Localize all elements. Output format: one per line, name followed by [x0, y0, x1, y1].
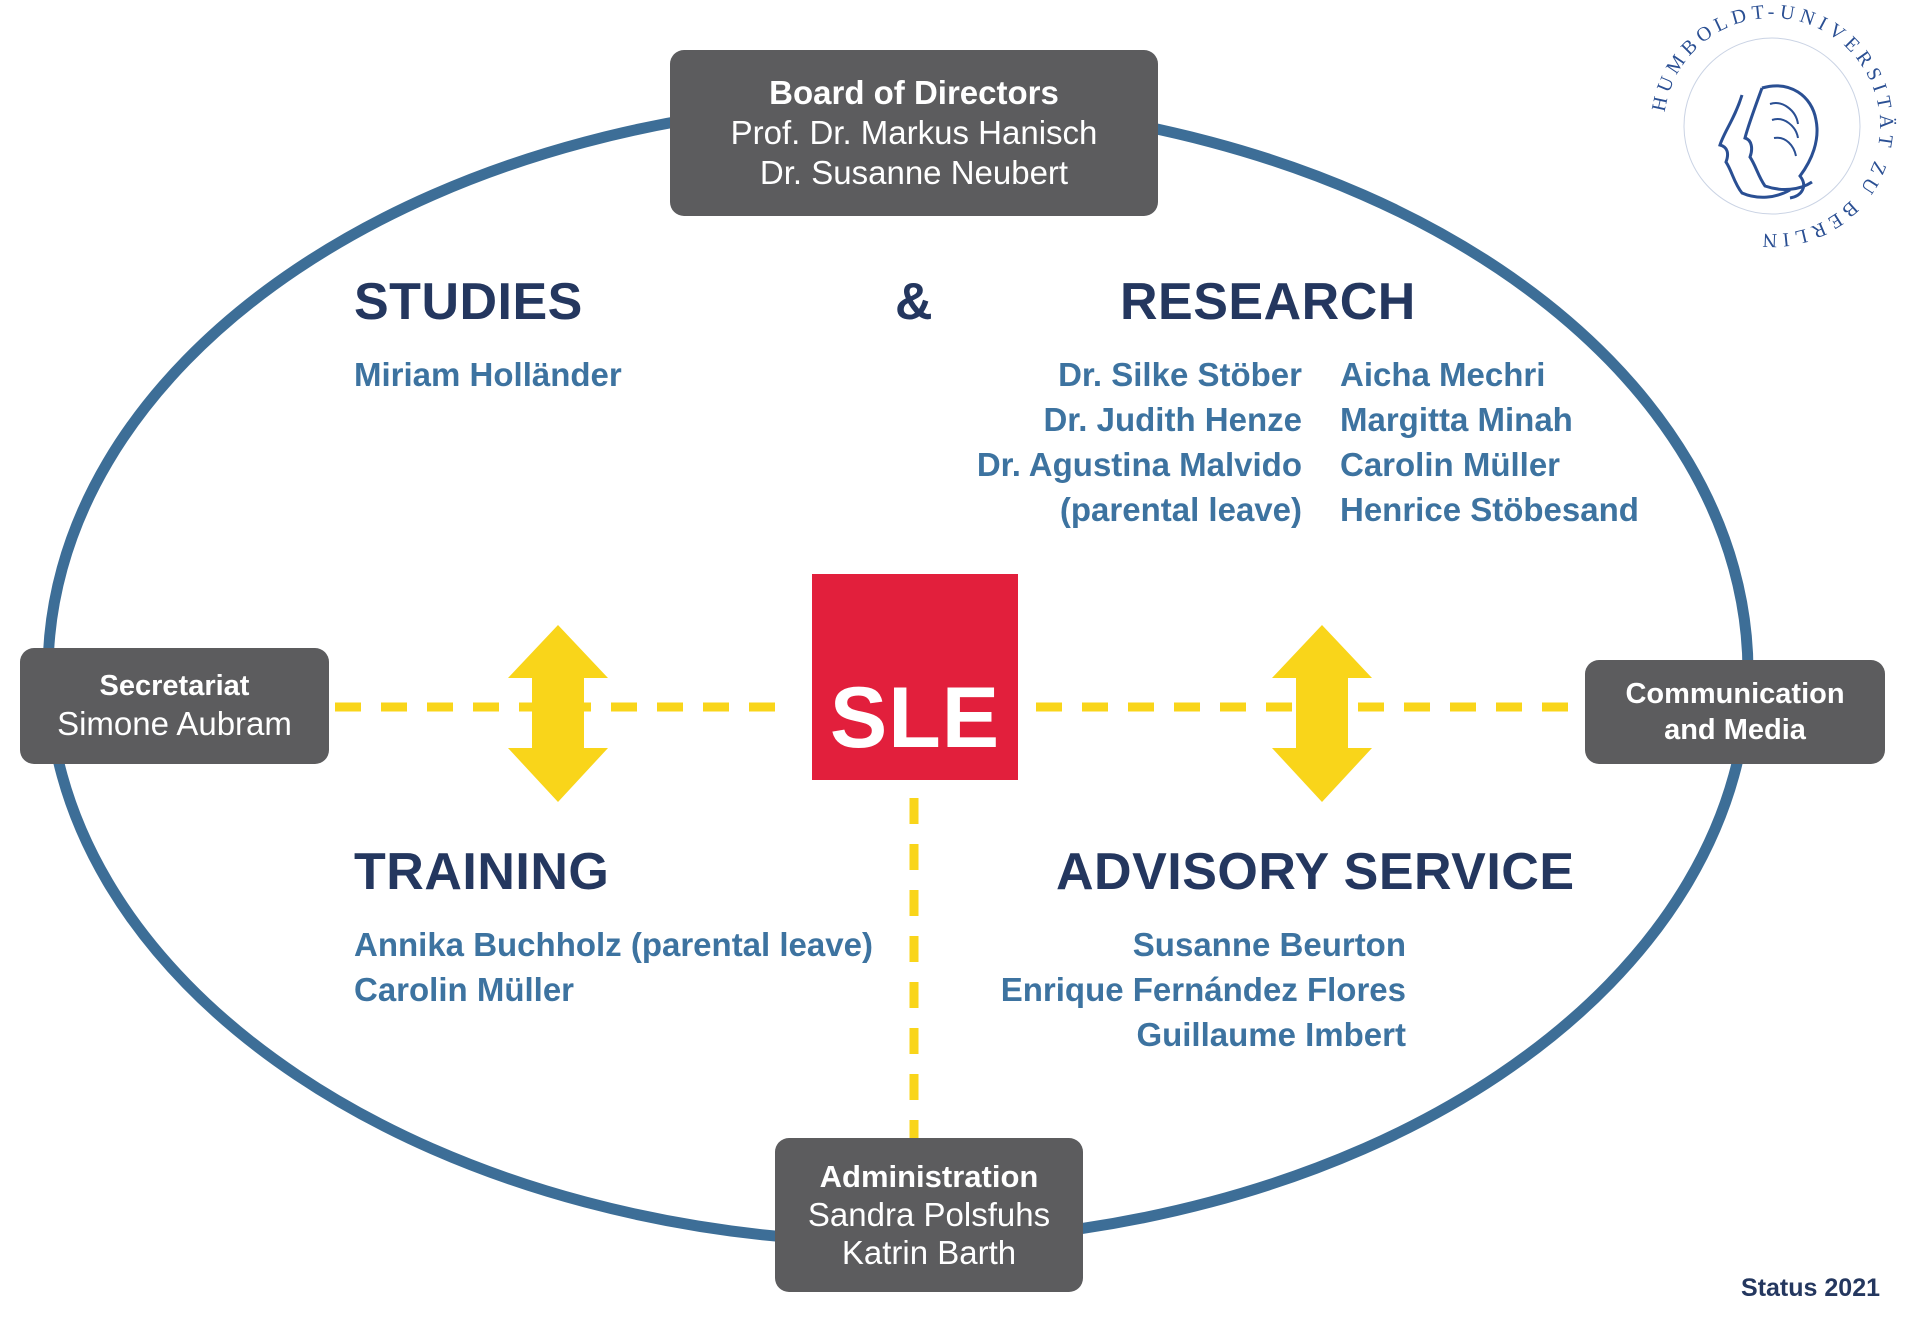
- training-name: Annika Buchholz (parental leave): [354, 926, 873, 963]
- research-name: Aicha Mechri: [1340, 356, 1546, 393]
- research-name: Henrice Stöbesand: [1340, 491, 1639, 528]
- research-name: Dr. Silke Stöber: [1058, 356, 1302, 393]
- status-label: Status 2021: [1741, 1274, 1880, 1302]
- right-double-arrow-icon: [1272, 625, 1372, 802]
- advisory-name: Enrique Fernández Flores: [1000, 971, 1406, 1008]
- university-seal-icon: HUMBOLDT-UNIVERSITÄT ZU BERLIN: [1648, 1, 1893, 251]
- communication-title-line1: Communication: [1625, 678, 1845, 710]
- administration-title: Administration: [819, 1159, 1039, 1194]
- left-double-arrow-icon: [508, 625, 608, 802]
- research-name-note: (parental leave): [1059, 491, 1302, 528]
- advisory-service-heading: ADVISORY SERVICE: [1056, 843, 1575, 901]
- communication-media-box: Communication and Media: [1585, 660, 1885, 764]
- studies-names: Miriam Holländer: [354, 352, 622, 397]
- communication-title-line2: and Media: [1664, 714, 1806, 746]
- advisory-names: Susanne Beurton Enrique Fernández Flores…: [940, 922, 1406, 1057]
- studies-heading: STUDIES: [354, 273, 583, 331]
- administration-member: Sandra Polsfuhs: [807, 1196, 1051, 1233]
- board-of-directors-box: Board of Directors Prof. Dr. Markus Hani…: [670, 50, 1158, 216]
- training-name: Carolin Müller: [354, 971, 575, 1008]
- board-member: Prof. Dr. Markus Hanisch: [730, 114, 1098, 151]
- secretariat-title: Secretariat: [99, 670, 250, 702]
- administration-member: Katrin Barth: [841, 1234, 1017, 1271]
- secretariat-name: Simone Aubram: [57, 705, 292, 742]
- research-name: Margitta Minah: [1340, 401, 1573, 438]
- research-name: Dr. Judith Henze: [1043, 401, 1302, 438]
- secretariat-box: Secretariat Simone Aubram: [20, 648, 329, 764]
- sle-logo-text: SLE: [829, 670, 1001, 766]
- board-member: Dr. Susanne Neubert: [759, 154, 1069, 191]
- board-title: Board of Directors: [769, 74, 1059, 111]
- advisory-name: Susanne Beurton: [1132, 926, 1406, 963]
- ampersand: &: [895, 273, 934, 331]
- research-name: Carolin Müller: [1340, 446, 1561, 483]
- training-heading: TRAINING: [354, 843, 610, 901]
- research-name: Dr. Agustina Malvido: [976, 446, 1302, 483]
- advisory-name: Guillaume Imbert: [1136, 1016, 1406, 1053]
- training-names: Annika Buchholz (parental leave) Carolin…: [354, 922, 873, 1012]
- research-heading: RESEARCH: [1120, 273, 1416, 331]
- research-names-right: Aicha Mechri Margitta Minah Carolin Müll…: [1340, 352, 1639, 532]
- research-names-left: Dr. Silke Stöber Dr. Judith Henze Dr. Ag…: [940, 352, 1302, 532]
- studies-name: Miriam Holländer: [354, 356, 622, 393]
- administration-box: Administration Sandra Polsfuhs Katrin Ba…: [775, 1138, 1083, 1292]
- sle-logo: SLE: [812, 574, 1018, 780]
